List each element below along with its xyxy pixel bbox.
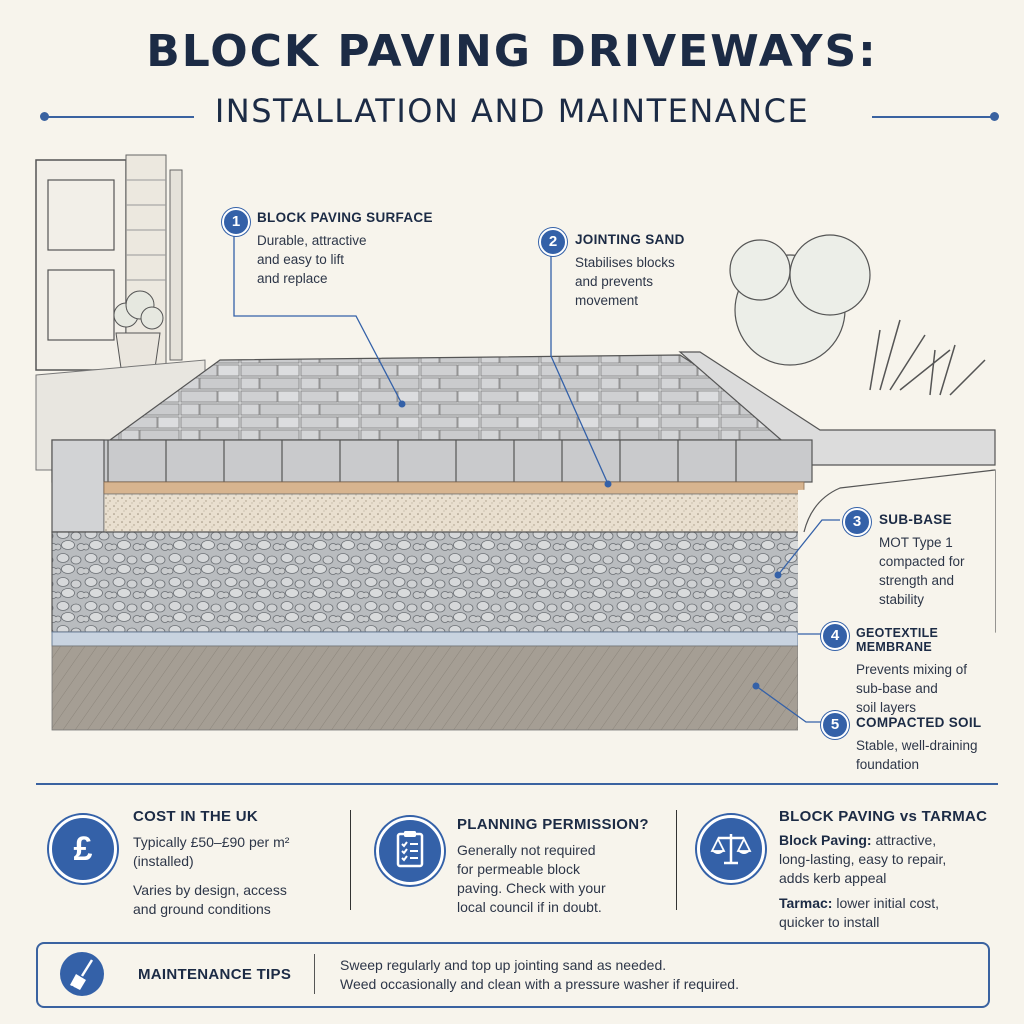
cost-note-line: Varies by design, access: [133, 882, 287, 898]
cost-note: Varies by design, access and ground cond…: [133, 881, 333, 919]
cost-line: (installed): [133, 853, 194, 869]
callout-sub-base: SUB-BASE MOT Type 1 compacted for streng…: [879, 512, 1019, 609]
callout-2-title: JOINTING SAND: [575, 232, 685, 247]
cost-text: Typically £50–£90 per m² (installed): [133, 833, 333, 871]
compacted-soil-layer: [51, 645, 799, 731]
subtitle-rule-dot-right: [990, 112, 999, 121]
leader-lines: [233, 230, 840, 723]
callout-2-badge: 2: [539, 228, 567, 256]
page-title: BLOCK PAVING DRIVEWAYS:: [146, 26, 878, 77]
balance-scale-icon: [697, 815, 765, 883]
callout-5-badge: 5: [821, 711, 849, 739]
callout-3-desc: MOT Type 1 compacted for strength and st…: [879, 533, 1019, 609]
planning-line: local council if in doubt.: [457, 899, 602, 915]
callout-3-desc-line: MOT Type 1: [879, 535, 953, 550]
subtitle-rule-dot-left: [40, 112, 49, 121]
planning-info: PLANNING PERMISSION? Generally not requi…: [457, 816, 667, 917]
callout-1-desc-line: Durable, attractive: [257, 233, 367, 248]
callout-3-desc-line: compacted for: [879, 554, 965, 569]
compare-bp-label: Block Paving:: [779, 832, 872, 848]
subtitle-row: INSTALLATION AND MAINTENANCE: [0, 92, 1024, 142]
callout-2-desc-line: Stabilises blocks: [575, 255, 675, 270]
callout-4-title: GEOTEXTILE MEMBRANE: [856, 626, 939, 654]
maintenance-tips-panel: MAINTENANCE TIPS Sweep regularly and top…: [36, 942, 990, 1008]
cost-title: COST IN THE UK: [133, 808, 259, 825]
callout-compacted-soil: COMPACTED SOIL Stable, well-draining fou…: [856, 715, 1016, 774]
compare-title: BLOCK PAVING vs TARMAC: [779, 808, 988, 825]
callout-1-desc-line: and easy to lift: [257, 252, 345, 267]
cost-info: COST IN THE UK Typically £50–£90 per m² …: [133, 808, 333, 919]
callout-4-desc: Prevents mixing of sub-base and soil lay…: [856, 660, 1016, 717]
callout-1-desc: Durable, attractive and easy to lift and…: [257, 231, 477, 288]
info-separator: [350, 810, 351, 910]
compare-tm-label: Tarmac:: [779, 895, 833, 911]
house-door: [35, 154, 183, 371]
compare-tm-line: quicker to install: [779, 914, 880, 930]
callout-4-desc-line: Prevents mixing of: [856, 662, 968, 677]
callout-1-title: BLOCK PAVING SURFACE: [257, 210, 433, 225]
callout-3-badge: 3: [843, 508, 871, 536]
tips-line: Weed occasionally and clean with a press…: [340, 976, 739, 992]
compare-block-paving: Block Paving: attractive, long-lasting, …: [779, 831, 999, 888]
compare-tm-line: lower initial cost,: [832, 895, 940, 911]
maintenance-tips-label: MAINTENANCE TIPS: [138, 966, 292, 983]
callout-3-desc-line: stability: [879, 592, 925, 607]
subtitle-rule-right: [872, 116, 992, 118]
bedding-layer: [103, 493, 805, 533]
compare-bp-line: long-lasting, easy to repair,: [779, 851, 947, 867]
page-subtitle: INSTALLATION AND MAINTENANCE: [214, 92, 810, 130]
clipboard-checklist-icon: [376, 817, 444, 885]
driveway-cross-section-illustration: [35, 154, 996, 731]
callout-3-desc-line: strength and: [879, 573, 955, 588]
callout-5-title: COMPACTED SOIL: [856, 715, 982, 730]
callout-1-desc-line: and replace: [257, 271, 328, 286]
callout-block-paving-surface: BLOCK PAVING SURFACE Durable, attractive…: [257, 210, 477, 288]
info-separator: [676, 810, 677, 910]
callout-3-title: SUB-BASE: [879, 512, 952, 527]
callout-1-badge: 1: [222, 208, 250, 236]
section-divider: [36, 783, 998, 785]
planning-line: Generally not required: [457, 842, 596, 858]
compare-tarmac: Tarmac: lower initial cost, quicker to i…: [779, 894, 999, 932]
planning-line: paving. Check with your: [457, 880, 606, 896]
compare-info: BLOCK PAVING vs TARMAC Block Paving: att…: [779, 808, 999, 932]
pound-icon: £: [49, 815, 117, 883]
garden-shrubs: [729, 234, 986, 396]
planning-text: Generally not required for permeable blo…: [457, 841, 667, 917]
maintenance-tips-text: Sweep regularly and top up jointing sand…: [340, 956, 739, 994]
callout-geotextile-membrane: GEOTEXTILE MEMBRANE Prevents mixing of s…: [856, 626, 1016, 717]
compare-bp-line: attractive,: [871, 832, 937, 848]
tips-line: Sweep regularly and top up jointing sand…: [340, 957, 667, 973]
callout-4-desc-line: sub-base and: [856, 681, 938, 696]
jointing-sand-layer: [103, 481, 805, 495]
cost-line: Typically £50–£90 per m²: [133, 834, 290, 850]
callout-2-desc-line: and prevents: [575, 274, 654, 289]
subtitle-rule-left: [44, 116, 194, 118]
planning-title: PLANNING PERMISSION?: [457, 816, 649, 833]
cost-note-line: and ground conditions: [133, 901, 271, 917]
broom-icon: [60, 952, 104, 996]
callout-5-desc: Stable, well-draining foundation: [856, 736, 1016, 774]
callout-2-desc: Stabilises blocks and prevents movement: [575, 253, 795, 310]
callout-5-desc-line: Stable, well-draining: [856, 738, 978, 753]
callout-4-badge: 4: [821, 622, 849, 650]
compare-bp-line: adds kerb appeal: [779, 870, 887, 886]
callout-2-desc-line: movement: [575, 293, 639, 308]
callout-jointing-sand: JOINTING SAND Stabilises blocks and prev…: [575, 232, 795, 310]
tips-separator: [314, 954, 315, 994]
callout-5-desc-line: foundation: [856, 757, 920, 772]
callout-4-desc-line: soil layers: [856, 700, 917, 715]
geotextile-membrane-layer: [51, 631, 799, 647]
planning-line: for permeable block: [457, 861, 580, 877]
